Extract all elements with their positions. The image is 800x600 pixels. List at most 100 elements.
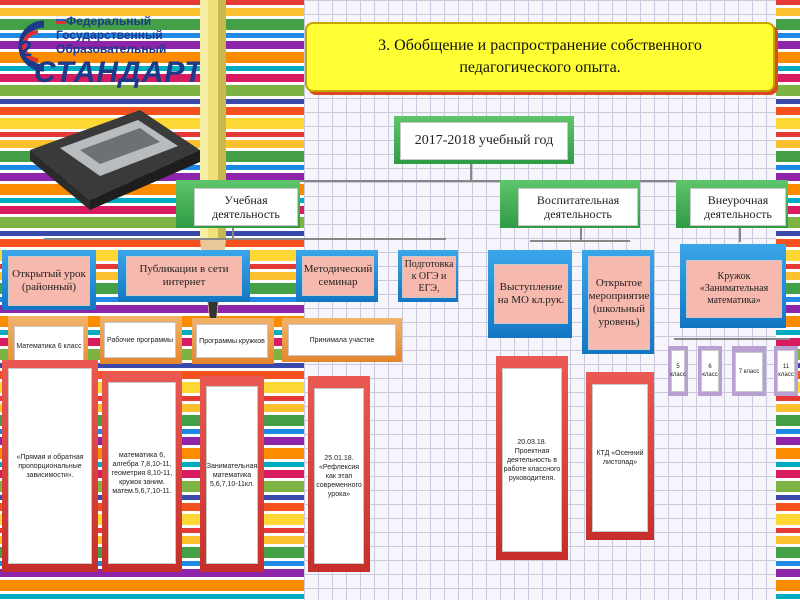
logo-line-1: Федеральный	[66, 14, 152, 28]
detail-ktd-label: КТД «Осенний листопад»	[592, 384, 648, 532]
category-study-label: Учебная деятельность	[194, 188, 298, 226]
stripe	[776, 165, 800, 170]
category-upbringing: Воспитательная деятельность	[500, 180, 640, 228]
connector	[739, 228, 741, 242]
detail-ktd: КТД «Осенний листопад»	[586, 372, 654, 540]
stripe	[776, 239, 800, 247]
detail-programs: математика 6, алгебра 7,8,10-11, геометр…	[102, 372, 182, 572]
grade-label: 6 класс	[701, 350, 719, 392]
stripe	[776, 561, 800, 566]
stripe	[776, 206, 800, 214]
stripe	[776, 338, 800, 346]
stripe	[0, 594, 304, 599]
stripe	[0, 239, 304, 247]
stripe	[776, 495, 800, 500]
stripe	[0, 99, 304, 104]
club-programs-node: Программы кружков	[192, 318, 274, 364]
stripe	[0, 0, 304, 5]
stripe	[776, 118, 800, 129]
stripe	[776, 481, 800, 492]
logo-line-2: Государственный	[56, 28, 163, 42]
stripe	[776, 297, 800, 302]
stripe	[776, 429, 800, 434]
stripe	[776, 52, 800, 63]
stripe	[776, 0, 800, 5]
stripe	[0, 198, 304, 203]
stripe	[0, 363, 304, 368]
stripe	[776, 536, 800, 544]
category-upbringing-label: Воспитательная деятельность	[518, 188, 638, 226]
detail-class-teacher: 20.03.18. Проектная деятельность в работ…	[496, 356, 568, 560]
stripe	[776, 305, 800, 313]
grade-node: 6 класс	[698, 346, 722, 396]
exam-prep-label: Подготовка к ОГЭ и ЕГЭ,	[402, 256, 456, 298]
stripe	[776, 316, 800, 327]
logo-line-3: Образовательный	[56, 42, 167, 56]
mo-speech-node: Выступление на МО кл.рук.	[488, 250, 572, 338]
stripe	[776, 99, 800, 104]
detail-programs-label: математика 6, алгебра 7,8,10-11, геометр…	[108, 382, 176, 564]
stripe	[776, 33, 800, 38]
stripe	[776, 569, 800, 577]
stripe	[776, 396, 800, 401]
stripe	[776, 107, 800, 115]
stripe	[776, 151, 800, 162]
connector	[470, 160, 472, 182]
category-extracurricular-label: Внеурочная деятельность	[690, 188, 786, 226]
open-event-label: Открытое мероприятие (школьный уровень)	[588, 256, 650, 350]
stripe	[776, 528, 800, 533]
stripe	[776, 437, 800, 445]
stripe	[776, 85, 800, 96]
stripe	[776, 8, 800, 16]
stripe	[0, 217, 304, 228]
club-node: Кружок «Занимательная математика»	[680, 244, 786, 328]
root-label: 2017-2018 учебный год	[400, 122, 568, 160]
stripe	[0, 107, 304, 115]
stripe	[776, 448, 800, 459]
stripe	[776, 74, 800, 82]
flag-icon	[56, 16, 66, 24]
method-seminar-node: Методический семинар	[296, 250, 378, 302]
stripe	[776, 198, 800, 203]
mo-speech-label: Выступление на МО кл.рук.	[494, 264, 568, 324]
stripe	[776, 415, 800, 426]
grade-label: 5 класс	[670, 350, 686, 392]
stripe	[776, 66, 800, 71]
grade-label: 11 класс	[777, 350, 795, 392]
detail-reflection-label: 25.01.18. «Рефлексия как этап современно…	[314, 388, 364, 564]
grade-node: 7 класс	[732, 346, 766, 396]
grade-label: 7 класс	[735, 352, 763, 392]
publications-node: Публикации в сети интернет	[118, 250, 250, 302]
stripe	[776, 41, 800, 49]
stripe	[0, 231, 304, 236]
club-programs-label: Программы кружков	[196, 324, 268, 358]
participated-node: Принимала участие	[282, 318, 402, 362]
stripe	[776, 330, 800, 335]
detail-class-teacher-label: 20.03.18. Проектная деятельность в работ…	[502, 368, 562, 552]
stripe	[0, 41, 304, 49]
participated-label: Принимала участие	[288, 324, 396, 356]
stripe	[776, 462, 800, 467]
stripe	[0, 184, 304, 195]
stripe	[776, 470, 800, 478]
stripe	[0, 580, 304, 591]
open-lesson-node: Открытый урок (районный)	[2, 250, 96, 310]
stripe	[776, 594, 800, 599]
club-label: Кружок «Занимательная математика»	[686, 260, 782, 318]
stripe	[776, 140, 800, 148]
sharpener-icon	[30, 110, 200, 210]
connector	[530, 240, 630, 242]
detail-direct-inverse-label: «Прямая и обратная пропорциональные зави…	[8, 368, 92, 564]
stripe	[776, 547, 800, 558]
stripe	[0, 66, 304, 71]
stripe	[776, 264, 800, 269]
detail-reflection: 25.01.18. «Рефлексия как этап современно…	[308, 376, 370, 572]
grade-node: 11 класс	[774, 346, 798, 396]
stripe	[776, 503, 800, 511]
method-seminar-label: Методический семинар	[302, 256, 374, 296]
publications-label: Публикации в сети интернет	[126, 256, 242, 296]
stripe	[0, 8, 304, 16]
exam-prep-node: Подготовка к ОГЭ и ЕГЭ,	[398, 250, 458, 302]
svg-text:2: 2	[20, 36, 32, 61]
grade-node: 5 класс	[668, 346, 688, 396]
